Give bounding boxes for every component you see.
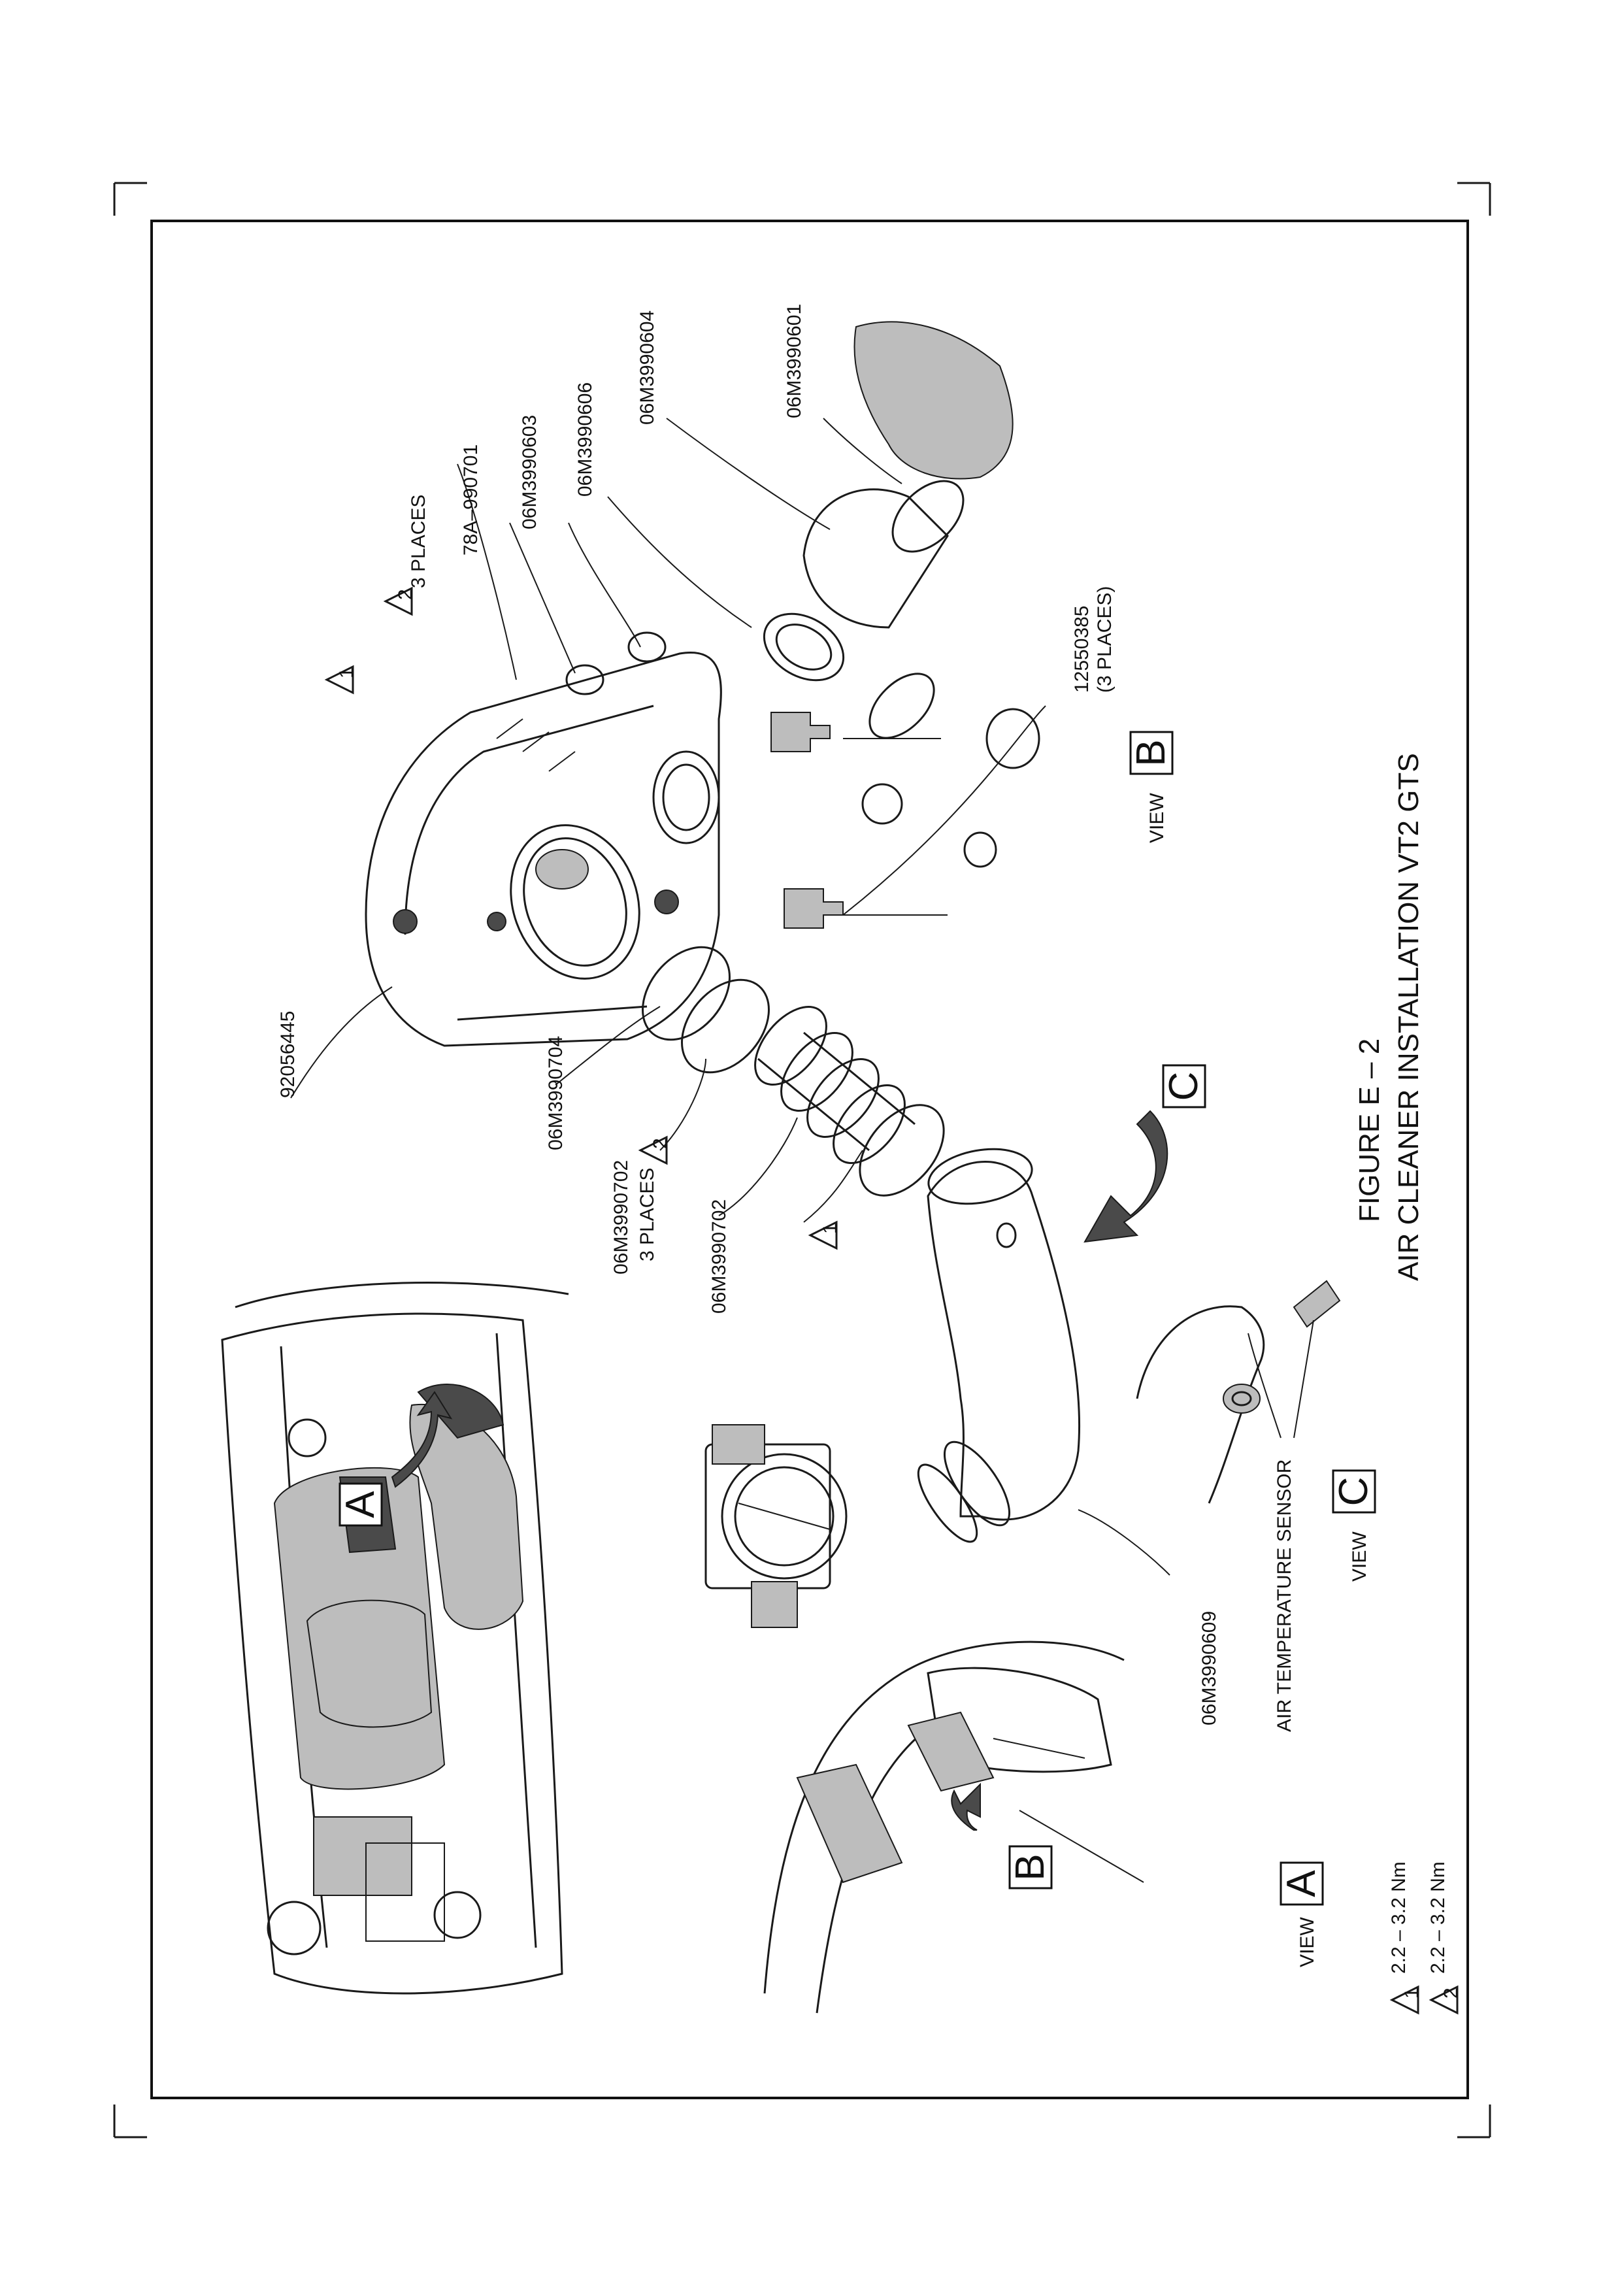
label-sensor: AIR TEMPERATURE SENSOR <box>1274 1459 1295 1732</box>
view-a-callout-letter: A <box>338 1491 383 1518</box>
label-clamp-outlet: 06M3990704 <box>545 1036 567 1150</box>
legend-symbol-1: 1 <box>1401 1988 1423 1999</box>
label-seal: 06M3990606 <box>574 382 596 497</box>
figure-caption: FIGURE E – 2 AIR CLEANER INSTALLATION VT… <box>1353 753 1425 1281</box>
label-bolt: 12550385 <box>1071 606 1093 693</box>
label-duct-cover: 06M3990601 <box>784 304 805 418</box>
view-b-illustration: B <box>765 1642 1144 2013</box>
view-a-letter: A <box>1279 1870 1324 1897</box>
tri-mark-1a: 1 <box>336 667 357 678</box>
throttle-body <box>706 1425 846 1627</box>
label-bellows: 06M3990702 <box>708 1199 730 1314</box>
label-snorkel: 06M3990604 <box>636 310 658 425</box>
tri-mark-2a: 2 <box>395 589 416 600</box>
figure-title: AIR CLEANER INSTALLATION VT2 GTS <box>1393 753 1425 1281</box>
airbox <box>366 652 721 1046</box>
label-clamp-3places-note: 3 PLACES <box>636 1168 658 1261</box>
figure-number: FIGURE E – 2 <box>1353 1039 1385 1222</box>
view-c-callout-letter: C <box>1161 1072 1206 1101</box>
legend-value-1: 2.2 – 3.2 Nm <box>1388 1861 1410 1974</box>
tri-mark-2b: 2 <box>650 1138 671 1149</box>
view-b-letter: B <box>1129 739 1174 766</box>
view-c-word: VIEW <box>1349 1531 1370 1582</box>
label-grommet-note: 3 PLACES <box>408 495 429 588</box>
label-bracket: 06M3990609 <box>1198 1611 1220 1725</box>
label-airbox: 92056445 <box>277 1011 299 1098</box>
view-c-arrow <box>1085 1111 1167 1242</box>
label-grommet: 78A–990701 <box>460 444 482 556</box>
tri-mark-1b: 1 <box>819 1223 841 1234</box>
part-labels: 92056445 06M3990704 06M3990702 3 PLACES … <box>277 304 1295 1732</box>
legend-symbol-2: 2 <box>1440 1988 1462 1999</box>
label-bolt-note: (3 PLACES) <box>1094 586 1116 693</box>
engine-bay-illustration: A <box>222 1283 569 1993</box>
view-b-word: VIEW <box>1146 793 1168 843</box>
torque-legend: 1 2.2 – 3.2 Nm 2 2.2 – 3.2 Nm <box>1388 1861 1462 2013</box>
view-a-word: VIEW <box>1297 1917 1318 1967</box>
view-c-inset <box>1137 1281 1340 1503</box>
view-b-callout-letter: B <box>1008 1854 1053 1880</box>
bellows-and-clamps <box>625 930 960 1211</box>
label-clamp-3places: 06M3990702 <box>610 1160 632 1274</box>
view-c-letter: C <box>1331 1477 1376 1506</box>
legend-value-2: 2.2 – 3.2 Nm <box>1427 1861 1449 1974</box>
label-cap: 06M3990603 <box>519 415 540 529</box>
intake-pipe <box>908 1142 1079 1550</box>
